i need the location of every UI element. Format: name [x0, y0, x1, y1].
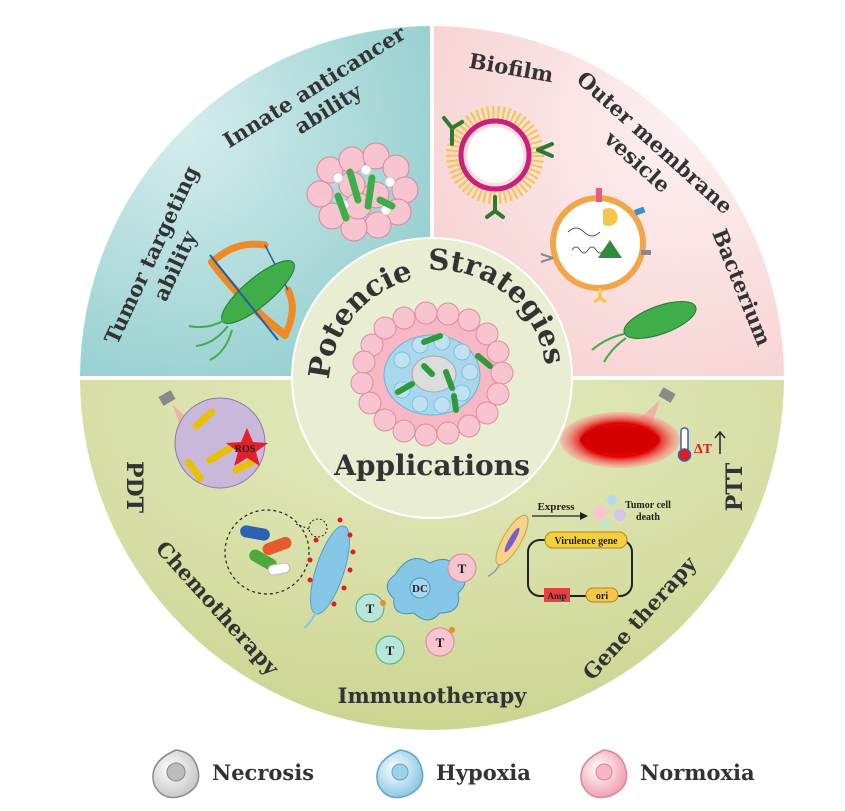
outer-membrane-vesicle-icon [540, 188, 651, 304]
biofilm-icon [442, 106, 554, 219]
applications-label: Applications [333, 449, 530, 482]
ptt-label: PTT [722, 462, 748, 511]
bacterium-icon [591, 301, 697, 363]
legend-label: Hypoxia [436, 760, 531, 785]
legend: Necrosis Hypoxia Normoxia [0, 742, 845, 802]
tumor-mass-icon [350, 301, 514, 447]
t-cell-label: T [458, 561, 467, 576]
normoxia-cell-icon [580, 749, 628, 799]
chemotherapy-illustration [224, 509, 356, 629]
tumor-cell-death-label-2: death [636, 512, 660, 523]
hypoxia-cell-icon [376, 749, 424, 799]
delta-t-label: ΔT [694, 442, 713, 457]
legend-item-normoxia: Normoxia [574, 742, 794, 802]
t-cell-label: T [366, 601, 375, 616]
ros-label: ROS [235, 444, 256, 455]
legend-label: Normoxia [640, 760, 755, 785]
tumor-debris-icon [593, 495, 626, 529]
immunotherapy-label: Immunotherapy [338, 683, 527, 708]
legend-item-necrosis: Necrosis [146, 742, 346, 802]
pdt-label: PDT [121, 461, 147, 514]
amp-label: Amp [547, 591, 566, 601]
dc-label: DC [412, 583, 428, 595]
ptt-illustration: ΔT [560, 387, 726, 468]
express-label: Express [537, 501, 575, 513]
pdt-illustration: ROS [158, 390, 268, 489]
virulence-gene-label: Virulence gene [554, 536, 618, 547]
ori-label: ori [596, 591, 608, 602]
legend-item-hypoxia: Hypoxia [370, 742, 570, 802]
legend-label: Necrosis [212, 760, 315, 785]
gene-therapy-illustration: Express Tumor cell death Virulence gene … [487, 495, 671, 603]
t-cell-label: T [436, 635, 445, 650]
necrosis-cell-icon [152, 749, 200, 799]
tumor-cell-death-label: Tumor cell [625, 500, 671, 511]
bow-bacterium-icon [188, 240, 296, 361]
t-cell-label: T [386, 643, 395, 658]
tumor-cluster-icon [306, 142, 419, 242]
immunotherapy-illustration: DC T T T T [355, 553, 477, 665]
